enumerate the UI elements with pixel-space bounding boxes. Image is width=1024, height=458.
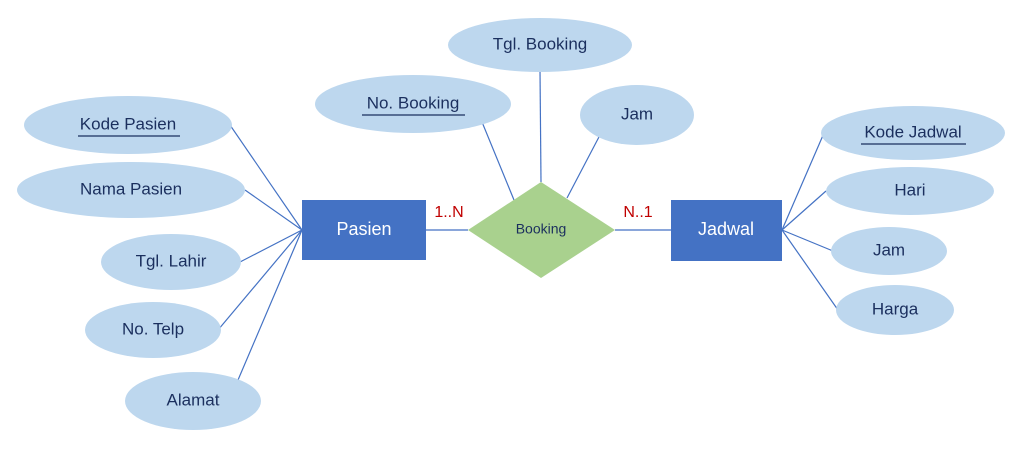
attribute-label: Jam (873, 240, 905, 259)
attribute-kode-pasien: Kode Pasien (24, 96, 232, 154)
entity-pasien: Pasien (302, 200, 426, 260)
attribute-label: Nama Pasien (80, 179, 182, 198)
entity-label: Jadwal (698, 219, 754, 239)
attribute-harga: Harga (836, 285, 954, 335)
attribute-label: No. Telp (122, 319, 184, 338)
connector-lines (217, 69, 839, 381)
cardinality-pasien: 1..N (434, 204, 463, 221)
attribute-label: Alamat (167, 390, 220, 409)
attribute-tgl-lahir: Tgl. Lahir (101, 234, 241, 290)
link-harga (781, 229, 839, 311)
attribute-label: Harga (872, 299, 919, 318)
link-hari (781, 190, 827, 231)
link-jam-jadwal (781, 229, 834, 252)
link-tgl-lahir (239, 229, 303, 263)
link-kode-pasien (229, 124, 303, 231)
attribute-label: Tgl. Lahir (136, 251, 207, 270)
link-no-booking (481, 121, 515, 201)
attribute-label: Hari (894, 180, 925, 199)
link-no-telp (217, 229, 303, 331)
attribute-label: Tgl. Booking (493, 34, 588, 53)
attribute-kode-jadwal: Kode Jadwal (821, 106, 1005, 160)
attribute-hari: Hari (826, 167, 994, 215)
attribute-label: Jam (621, 104, 653, 123)
attribute-tgl-booking: Tgl. Booking (448, 18, 632, 72)
attribute-alamat: Alamat (125, 372, 261, 430)
cardinality-jadwal: N..1 (623, 204, 652, 221)
link-jam-booking (566, 134, 601, 199)
attribute-label: Kode Pasien (80, 114, 176, 133)
entity-jadwal: Jadwal (671, 200, 782, 261)
attribute-nama-pasien: Nama Pasien (17, 162, 245, 218)
link-alamat (237, 229, 303, 381)
relationship-booking: Booking (468, 182, 615, 278)
attribute-label: No. Booking (367, 93, 460, 112)
attribute-no-booking: No. Booking (315, 75, 511, 133)
attribute-no-telp: No. Telp (85, 302, 221, 358)
relationship-label: Booking (516, 221, 567, 237)
link-nama-pasien (244, 189, 303, 231)
attribute-jam-jadwal: Jam (831, 227, 947, 275)
attribute-jam-booking: Jam (580, 85, 694, 145)
link-kode-jadwal (781, 132, 825, 231)
link-tgl-booking (539, 69, 542, 183)
attribute-label: Kode Jadwal (864, 122, 961, 141)
entity-label: Pasien (336, 219, 391, 239)
